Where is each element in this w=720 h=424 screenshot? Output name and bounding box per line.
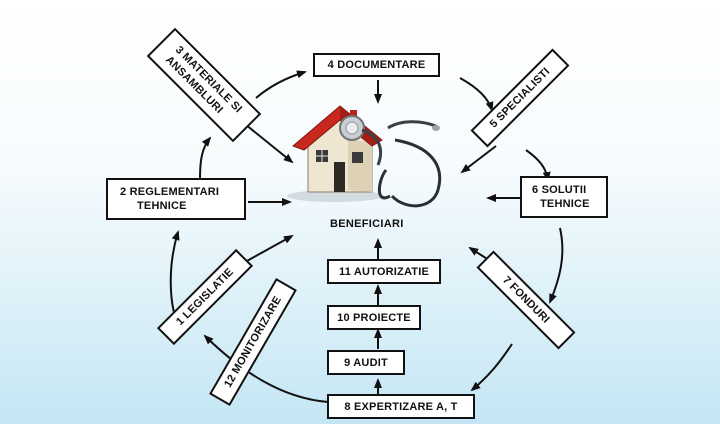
step-box-10: 10 PROIECTE bbox=[327, 305, 421, 330]
step-box-4: 4 DOCUMENTARE bbox=[313, 53, 440, 77]
step-box-11: 11 AUTORIZATIE bbox=[327, 259, 441, 284]
step-box-6: 6 SOLUTII TEHNICE bbox=[520, 176, 608, 218]
inward-arrows bbox=[229, 80, 522, 263]
step-box-9: 9 AUDIT bbox=[327, 350, 405, 375]
step-label-line-2: TEHNICE bbox=[540, 198, 590, 210]
step-label-line-2: TEHNICE bbox=[137, 200, 187, 212]
step-label: 4 DOCUMENTARE bbox=[327, 59, 426, 71]
step-label-line-1: 6 SOLUTII bbox=[532, 184, 587, 196]
step-label-line-1: 2 REGLEMENTARI bbox=[120, 186, 220, 198]
step-box-2: 2 REGLEMENTARI TEHNICE bbox=[106, 178, 246, 220]
step-label: 10 PROIECTE bbox=[337, 311, 411, 324]
step-label: 11 AUTORIZATIE bbox=[339, 265, 429, 278]
house-with-stethoscope-icon bbox=[287, 105, 442, 208]
step-box-8: 8 EXPERTIZARE A, T bbox=[327, 394, 475, 419]
step-label: 8 EXPERTIZARE A, T bbox=[344, 400, 458, 413]
beneficiari-label: BENEFICIARI bbox=[330, 218, 404, 230]
step-label: 9 AUDIT bbox=[344, 356, 388, 369]
